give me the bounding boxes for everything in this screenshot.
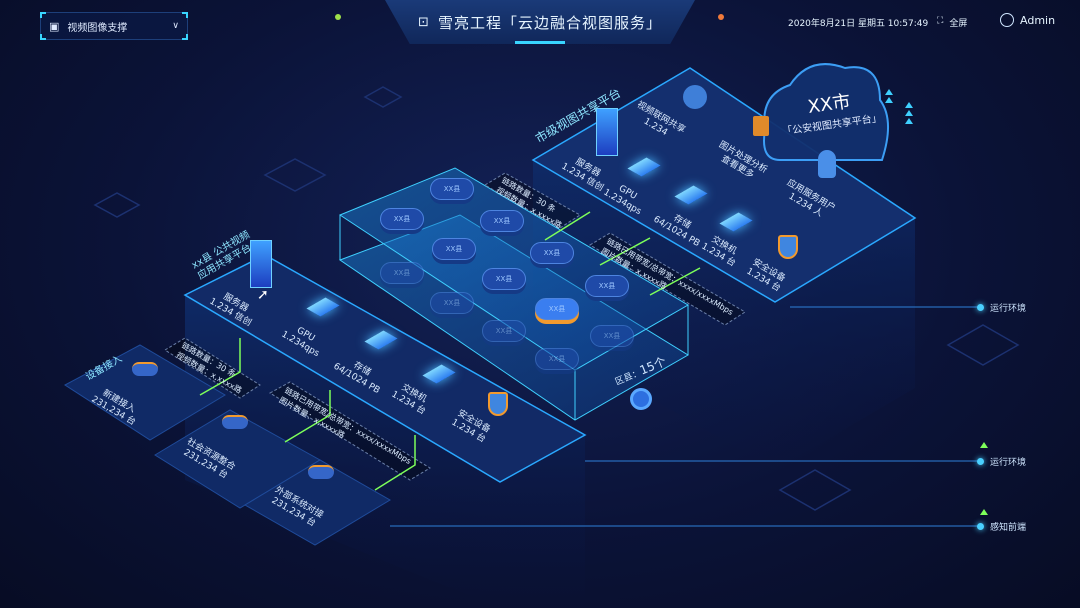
camera-icon	[222, 415, 248, 429]
camera-icon	[132, 362, 158, 376]
decor-cubes	[93, 86, 1020, 511]
link-arrows	[199, 211, 701, 491]
fullscreen-icon: ⛶	[937, 16, 944, 26]
title-text: 雪亮工程「云边融合视图服务」	[437, 13, 662, 32]
side-label-frontend: 感知前端	[977, 520, 1026, 533]
edge-cloud-node[interactable]: XX县	[585, 275, 629, 297]
city-platform	[531, 67, 917, 470]
edge-cloud-node[interactable]: XX县	[432, 238, 476, 260]
side-label-runtime-2: 运行环境	[977, 455, 1026, 468]
edge-cloud-node[interactable]: XX县	[530, 242, 574, 264]
title-underline	[515, 41, 565, 44]
shield-icon	[488, 392, 508, 416]
status-light	[718, 14, 724, 20]
view-selector[interactable]: ▣ 视频图像支撑 ∨	[40, 12, 188, 40]
screen-icon: ⊡	[418, 14, 430, 30]
globe-icon	[683, 85, 707, 109]
side-label-runtime-1: 运行环境	[977, 301, 1026, 314]
header: ▣ 视频图像支撑 ∨ ⊡ 雪亮工程「云边融合视图服务」 2020年8月21日 星…	[0, 0, 1080, 46]
chevron-down-icon: ∨	[172, 21, 179, 31]
user-service-icon	[818, 150, 836, 178]
server-icon	[596, 108, 618, 156]
view-selector-label: 视频图像支撑	[67, 22, 128, 34]
mouse-cursor-icon: ➚	[257, 287, 269, 303]
edge-cloud-node[interactable]: XX县	[482, 320, 526, 342]
edge-cloud-node[interactable]: XX县	[535, 298, 579, 320]
edge-cloud-node[interactable]: XX县	[380, 262, 424, 284]
county-platform	[183, 254, 587, 608]
edge-cloud-node[interactable]: XX县	[482, 268, 526, 290]
edge-cloud-node[interactable]: XX县	[590, 325, 634, 347]
monitor-icon: ▣	[49, 19, 60, 33]
triangle-markers	[885, 89, 988, 515]
camera-icon	[308, 465, 334, 479]
edge-cloud-node[interactable]: XX县	[430, 292, 474, 314]
edge-cloud-node[interactable]: XX县	[380, 208, 424, 230]
server-icon	[250, 240, 272, 288]
user-menu[interactable]: Admin	[1000, 13, 1055, 27]
page-title: ⊡ 雪亮工程「云边融合视图服务」	[385, 0, 695, 44]
user-icon	[1000, 13, 1014, 27]
connector-lines	[390, 306, 980, 527]
edge-cloud-node[interactable]: XX县	[480, 210, 524, 232]
link-boxes	[164, 172, 746, 481]
fullscreen-button[interactable]: ⛶ 全屏	[937, 16, 968, 29]
datetime: 2020年8月21日 星期五 10:57:49	[788, 19, 929, 29]
status-light	[335, 14, 341, 20]
shield-icon	[778, 235, 798, 259]
edge-cloud-node[interactable]: XX县	[430, 178, 474, 200]
district-icon	[630, 388, 652, 410]
device-tiles	[64, 344, 391, 546]
image-analysis-icon	[753, 116, 769, 136]
edge-cloud-node[interactable]: XX县	[535, 348, 579, 370]
